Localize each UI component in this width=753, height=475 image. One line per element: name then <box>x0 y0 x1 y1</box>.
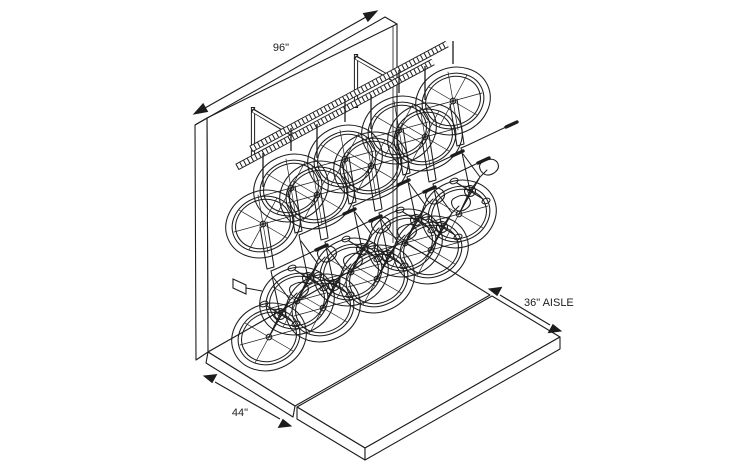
floor-slab-storage <box>205 240 491 418</box>
arrowhead <box>487 286 503 297</box>
arrowhead <box>362 10 379 23</box>
bicycle-low <box>321 95 437 327</box>
wall-top-edge <box>194 16 398 126</box>
dimension-label-width: 96" <box>273 42 289 54</box>
arrowhead <box>277 418 293 429</box>
dimension-label-aisle: 36" AISLE <box>524 297 574 309</box>
bicycle-high <box>241 128 357 349</box>
bicycle-high <box>295 99 411 320</box>
dimension-wall-width: 96" <box>192 10 379 115</box>
dimension-floor-depth: 44" <box>202 373 293 429</box>
support-arm-right <box>353 55 401 85</box>
rail-outer <box>235 58 435 171</box>
bicycle-high <box>349 70 465 291</box>
bicycle-low <box>267 124 383 356</box>
floor <box>205 240 561 461</box>
bike-tag <box>232 278 263 295</box>
arrowhead <box>202 373 218 384</box>
bicycles-group <box>213 41 519 385</box>
bicycle-high <box>403 41 519 262</box>
dimension-aisle: 36" AISLE <box>487 286 574 334</box>
bicycle-low <box>375 66 491 298</box>
floor-slab-aisle <box>296 295 561 461</box>
dimension-label-depth: 44" <box>232 407 248 419</box>
bicycle-low <box>213 153 329 385</box>
rack-assembly <box>235 40 449 171</box>
arrowhead <box>192 102 209 115</box>
arrowhead <box>547 323 563 334</box>
rail-inner <box>249 40 449 153</box>
wall-left-edge-face <box>194 117 209 361</box>
dimensions: 96" 44" 36" AISLE <box>192 10 574 429</box>
